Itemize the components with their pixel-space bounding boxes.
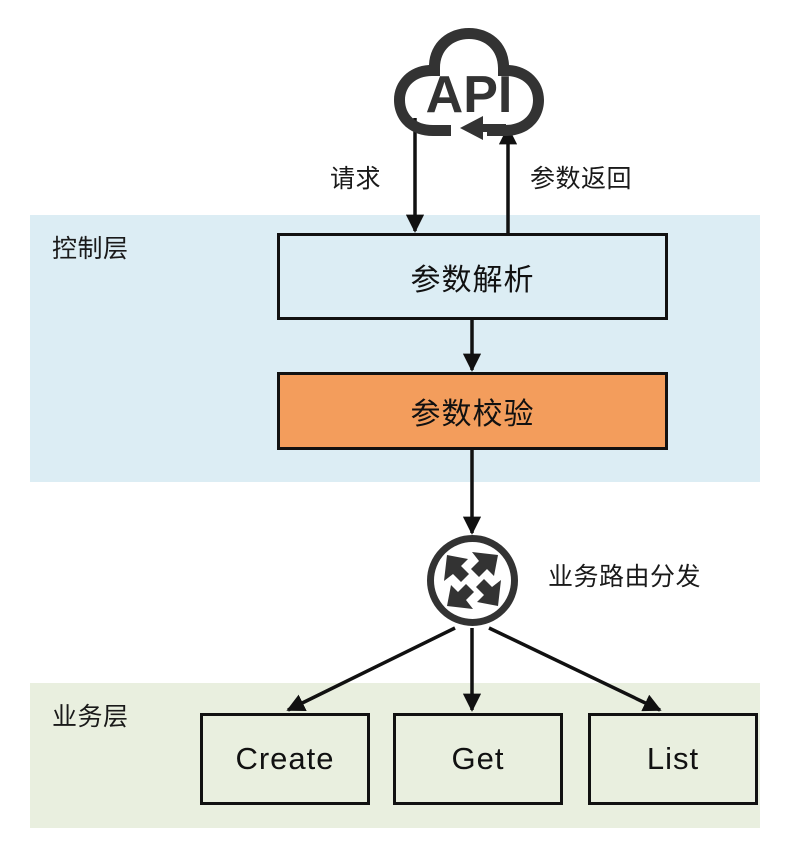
node-service-create-label: Create — [235, 741, 335, 776]
router-label: 业务路由分发 — [548, 563, 702, 591]
node-parameter-parse[interactable]: 参数解析 — [277, 233, 668, 320]
node-parameter-validate[interactable]: 参数校验 — [277, 372, 668, 450]
edge-label-return: 参数返回 — [530, 165, 633, 193]
four-way-arrows-icon[interactable] — [427, 535, 518, 626]
edge-router-to-list — [488, 626, 662, 712]
api-label: API — [426, 66, 513, 124]
node-service-list-label: List — [646, 741, 700, 776]
edge-router-to-create — [286, 626, 456, 712]
router-circle — [427, 535, 518, 626]
cloud-outline — [394, 28, 544, 136]
node-parameter-parse-label: 参数解析 — [410, 263, 535, 297]
node-parameter-validate-label: 参数校验 — [410, 398, 535, 431]
node-service-get-label: Get — [451, 741, 505, 776]
node-service-get[interactable]: Get — [393, 713, 563, 805]
edge-label-request: 请求 — [330, 165, 382, 193]
control-layer-label: 控制层 — [52, 235, 129, 263]
cloud-api-icon: API — [388, 24, 550, 140]
node-service-list[interactable]: List — [588, 713, 758, 805]
arrow-down-right-glyph — [476, 579, 501, 606]
arrow-up-right-glyph — [471, 552, 498, 577]
cloud-return-arrow-glyph — [460, 116, 506, 140]
arrow-down-left-glyph — [447, 584, 474, 609]
business-layer-label: 业务层 — [52, 703, 129, 731]
arrow-up-left-glyph — [444, 555, 469, 582]
node-service-create[interactable]: Create — [200, 713, 370, 805]
